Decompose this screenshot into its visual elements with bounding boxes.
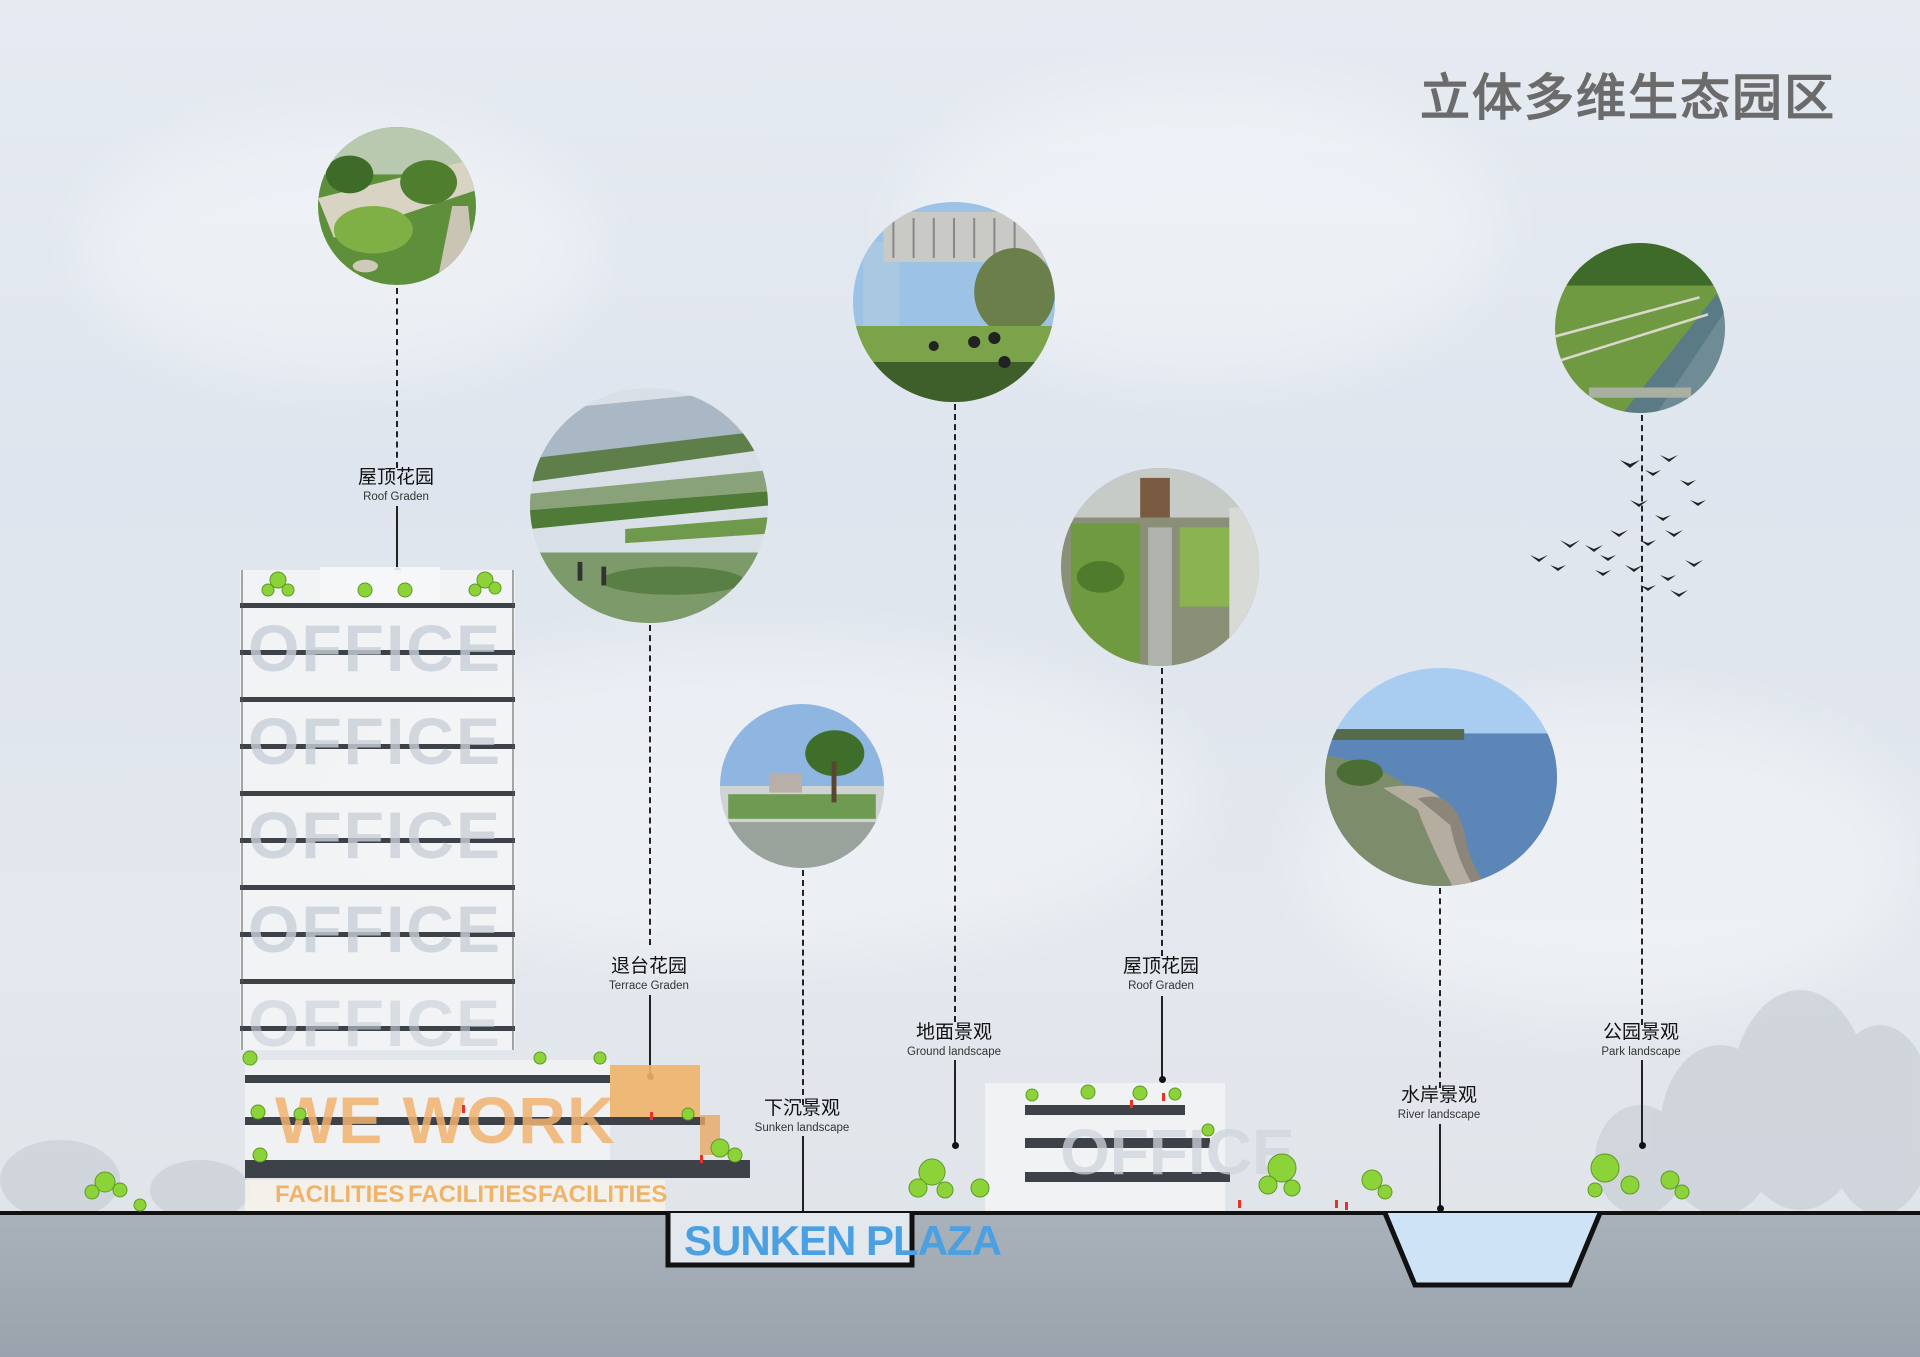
leader-line [954, 1060, 956, 1146]
label-park-landscape: 公园景观 Park landscape [1551, 1020, 1731, 1060]
leader-dot [1159, 1076, 1166, 1083]
label-cn: 屋顶花园 [357, 466, 434, 488]
label-en: Roof Graden [1128, 980, 1194, 992]
leader-line [1439, 888, 1441, 1088]
leader-line [1641, 1060, 1643, 1146]
label-river-landscape: 水岸景观 River landscape [1349, 1083, 1529, 1123]
label-en: Park landscape [1601, 1046, 1681, 1058]
office-watermark: OFFICE [248, 892, 502, 966]
page-title: 立体多维生态园区 [1420, 69, 1836, 127]
leader-line [802, 870, 804, 1105]
facilities-text: FACILITIES [408, 1181, 538, 1208]
leader-dot [1639, 1142, 1646, 1149]
label-en: River landscape [1397, 1109, 1481, 1121]
label-roof-garden: 屋顶花园 Roof Graden [306, 465, 486, 505]
facilities-text: FACILITIES [538, 1181, 668, 1208]
leader-line [1641, 415, 1643, 1025]
leader-line [1439, 1124, 1441, 1208]
roof-garden-photo [318, 127, 476, 285]
office-low-text: OFFICE [1060, 1116, 1295, 1188]
leader-line [802, 1136, 804, 1220]
label-cn: 公园景观 [1602, 1021, 1679, 1043]
label-cn: 屋顶花园 [1122, 955, 1199, 977]
label-ground-landscape: 地面景观 Ground landscape [864, 1020, 1044, 1060]
facilities-text: FACILITIES [275, 1181, 405, 1208]
label-cn: 退台花园 [610, 955, 687, 977]
label-roof-garden-2: 屋顶花园 Roof Graden [1071, 954, 1251, 994]
label-en: Terrace Graden [609, 980, 689, 992]
label-cn: 下沉景观 [763, 1097, 840, 1119]
tower-slabs [240, 603, 515, 1031]
label-cn: 水岸景观 [1400, 1084, 1477, 1106]
leader-line [649, 625, 651, 945]
leader-line [396, 506, 398, 574]
sunken-plaza-text: SUNKEN PLAZA [684, 1217, 1002, 1264]
ground-section [0, 1212, 1920, 1357]
label-en: Sunken landscape [754, 1122, 850, 1134]
office-watermark: OFFICE [248, 986, 502, 1060]
leader-line [649, 995, 651, 1077]
label-cn: 地面景观 [915, 1021, 992, 1043]
tower-mullions [241, 570, 514, 1050]
label-sunken-landscape: 下沉景观 Sunken landscape [712, 1096, 892, 1136]
wework-text: WE WORK [275, 1083, 616, 1157]
ground-line [0, 1211, 1920, 1215]
office-watermark: OFFICE [248, 611, 502, 685]
leader-line [1161, 668, 1163, 956]
birds-icon [1530, 455, 1706, 597]
leader-line [954, 404, 956, 1022]
terrace-garden-photo [530, 388, 768, 623]
leader-line [396, 288, 398, 468]
leader-dot [1437, 1205, 1444, 1212]
office-watermark: OFFICE [248, 798, 502, 872]
label-terrace-garden: 退台花园 Terrace Graden [559, 954, 739, 994]
sunken-landscape-photo [720, 704, 884, 868]
label-en: Ground landscape [907, 1046, 1001, 1058]
label-en: Roof Graden [363, 491, 429, 503]
leader-dot [952, 1142, 959, 1149]
office-watermark: OFFICE [248, 704, 502, 778]
leader-line [1161, 996, 1163, 1080]
section-pits [665, 1212, 1603, 1288]
